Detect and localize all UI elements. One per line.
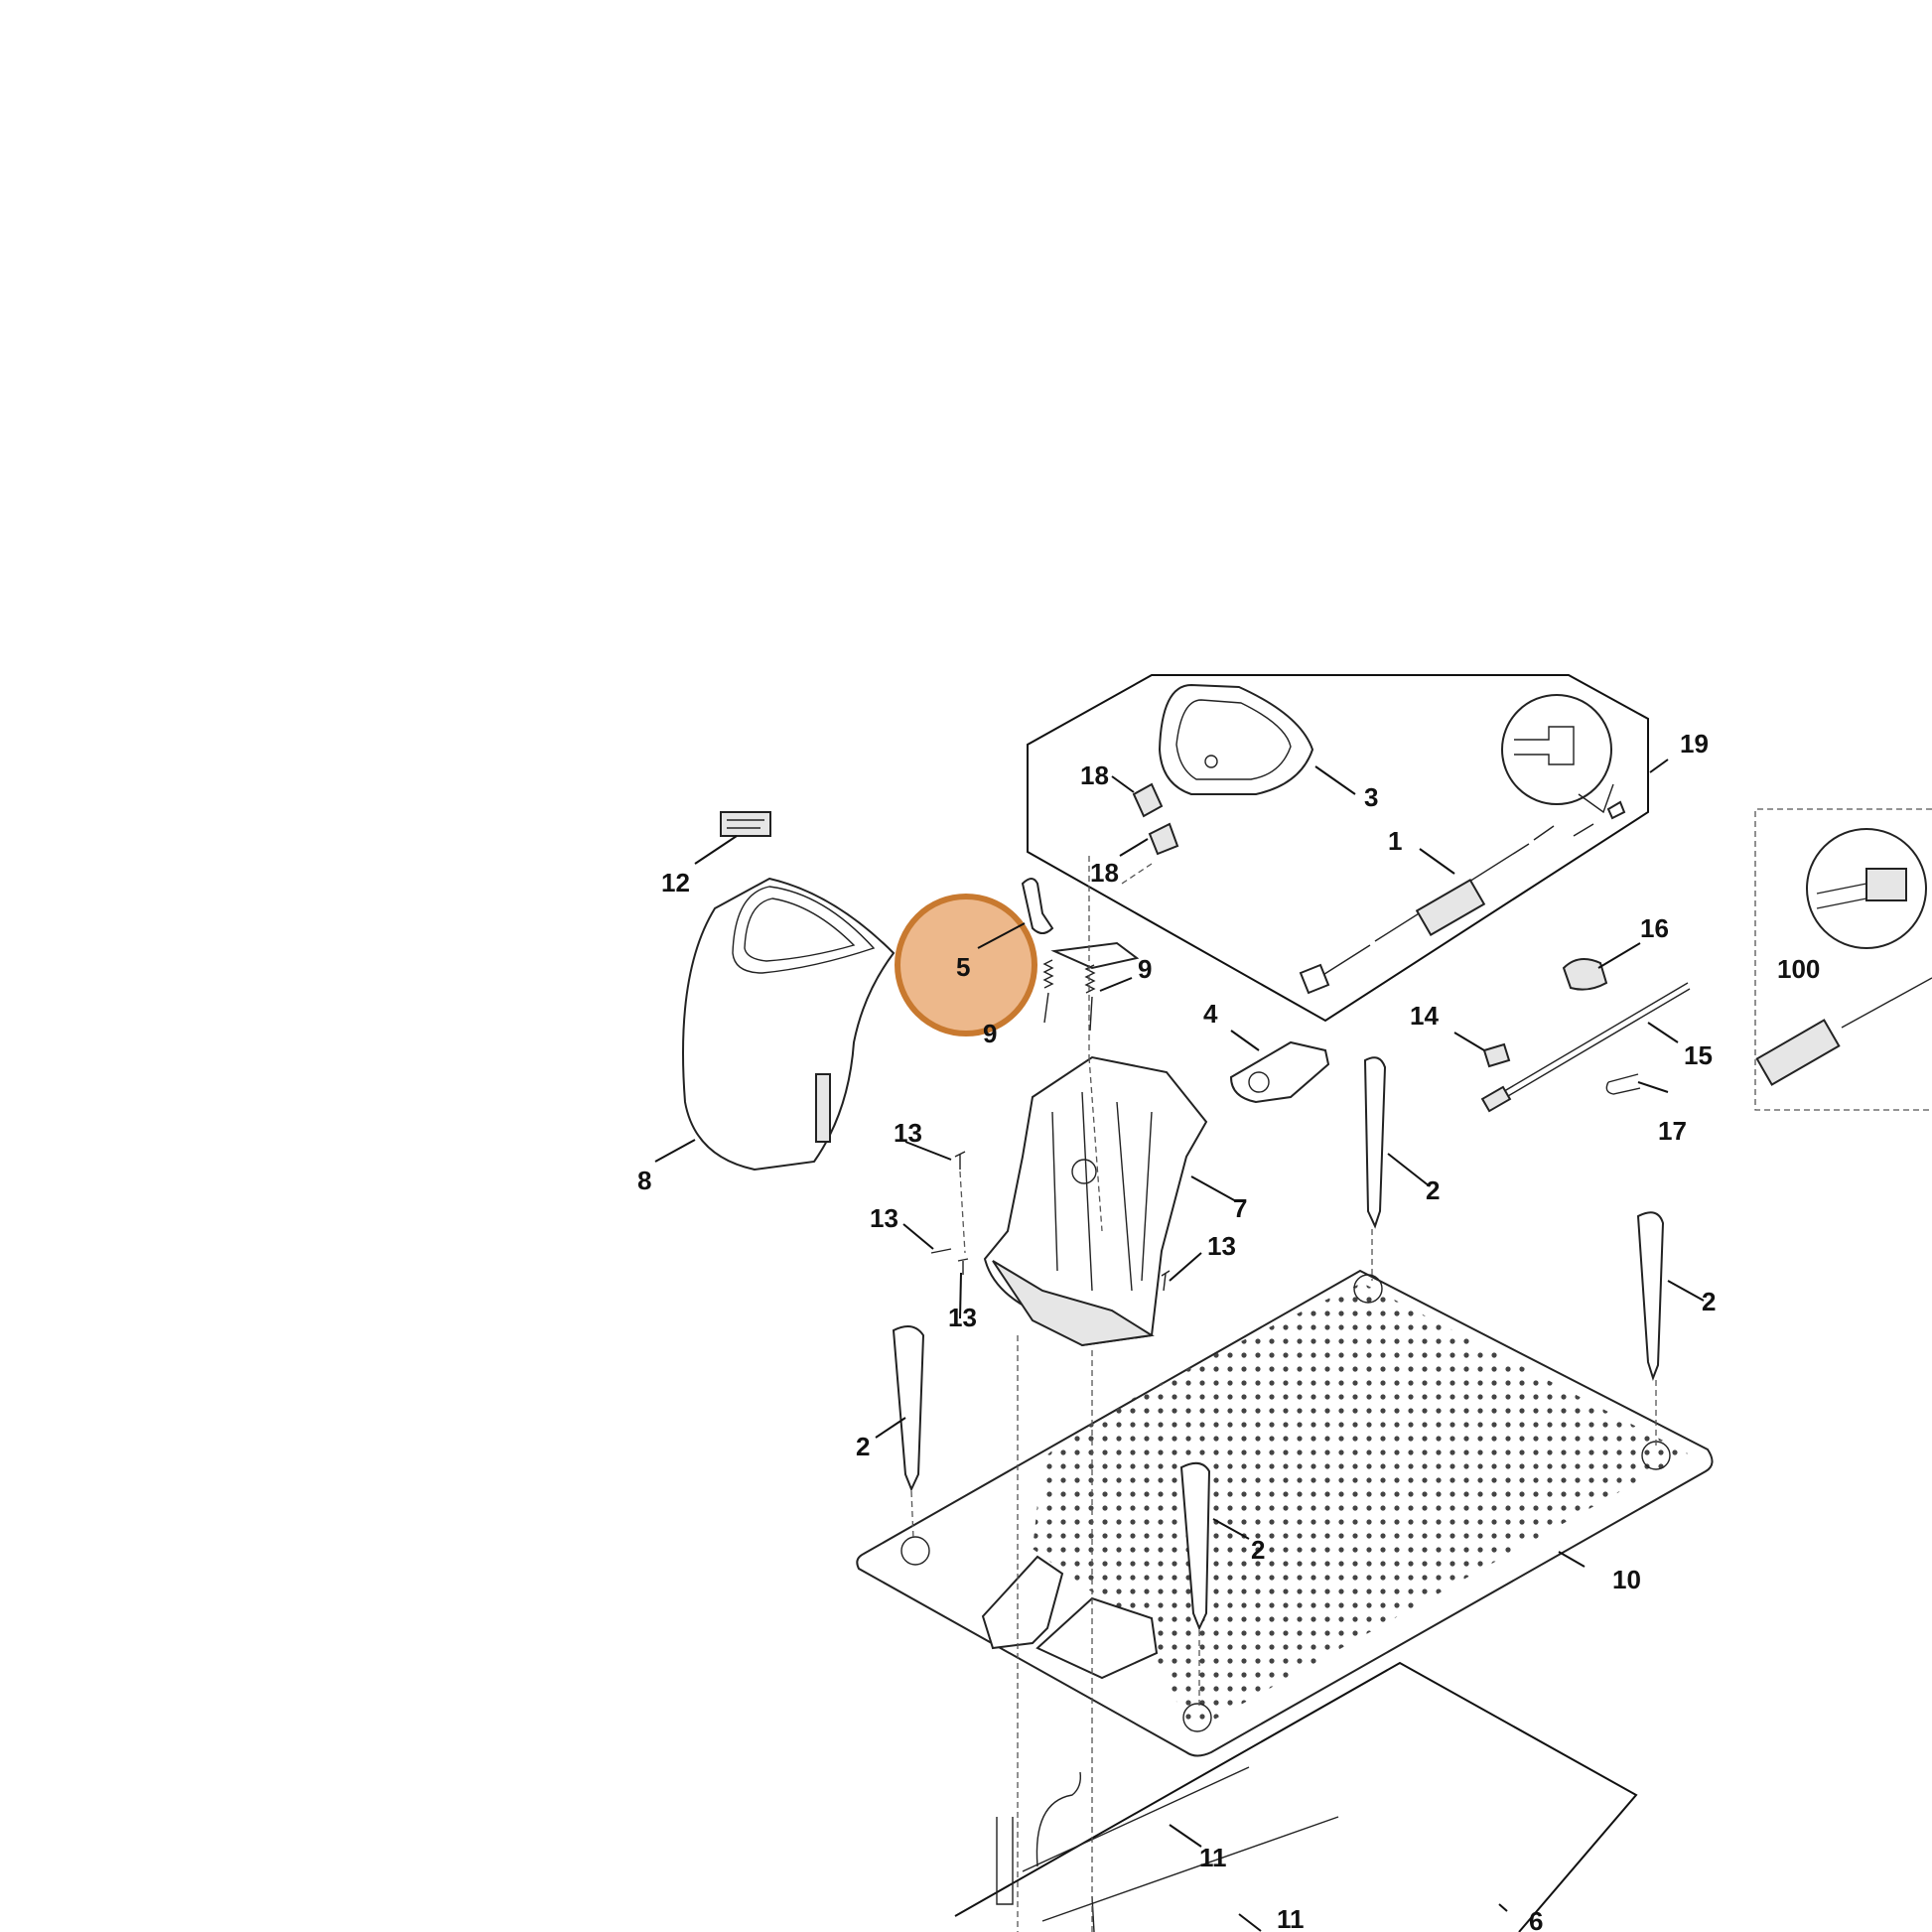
connector-detail-100[interactable] bbox=[1806, 828, 1927, 949]
callout-10[interactable]: 10 bbox=[1612, 1565, 1641, 1594]
callout-19[interactable]: 19 bbox=[1680, 729, 1709, 759]
socket-part-4[interactable] bbox=[1229, 1040, 1330, 1104]
callout-5[interactable]: 5 bbox=[956, 952, 970, 982]
callout-11b[interactable]: 11 bbox=[1277, 1904, 1305, 1932]
callout-6[interactable]: 6 bbox=[1529, 1906, 1543, 1932]
variant-box-outline bbox=[1754, 808, 1932, 1111]
spring-part-9-right[interactable] bbox=[1084, 964, 1096, 1032]
callout-2d[interactable]: 2 bbox=[1251, 1535, 1265, 1565]
housing-part-8[interactable] bbox=[682, 877, 896, 1172]
highlight-marker[interactable] bbox=[895, 894, 1037, 1036]
callouts: 19 3 18 18 1 12 16 100 5 9 9 4 14 15 17 … bbox=[637, 729, 1820, 1932]
callout-4[interactable]: 4 bbox=[1203, 999, 1218, 1029]
callout-14[interactable]: 14 bbox=[1410, 1001, 1439, 1031]
connector-part-16[interactable] bbox=[1562, 958, 1608, 991]
clip-part-18-lower[interactable] bbox=[1148, 822, 1179, 856]
callout-12[interactable]: 12 bbox=[661, 868, 690, 897]
callout-13d[interactable]: 13 bbox=[948, 1303, 977, 1332]
screw-part-13-c[interactable] bbox=[957, 1258, 969, 1275]
callout-2c[interactable]: 2 bbox=[856, 1432, 870, 1461]
callout-18b[interactable]: 18 bbox=[1090, 858, 1119, 888]
peg-part-2-a[interactable] bbox=[1363, 1056, 1387, 1229]
callout-2b[interactable]: 2 bbox=[1702, 1287, 1716, 1316]
clip-part-14[interactable] bbox=[1482, 1042, 1511, 1068]
hook-part-17[interactable] bbox=[1605, 1073, 1641, 1095]
power-supply-part-1[interactable] bbox=[1299, 800, 1626, 995]
base-body-part-7[interactable] bbox=[983, 1055, 1208, 1347]
callout-9a[interactable]: 9 bbox=[1138, 954, 1152, 984]
peg-part-2-c[interactable] bbox=[892, 1325, 925, 1492]
callout-13b[interactable]: 13 bbox=[870, 1203, 898, 1233]
callout-18a[interactable]: 18 bbox=[1080, 760, 1109, 790]
mat-part-6[interactable] bbox=[954, 1661, 1638, 1932]
callout-3[interactable]: 3 bbox=[1364, 782, 1378, 812]
callout-2a[interactable]: 2 bbox=[1426, 1175, 1440, 1205]
screw-part-13-a[interactable] bbox=[954, 1151, 966, 1170]
power-supply-part-100[interactable] bbox=[1755, 977, 1932, 1086]
callout-17[interactable]: 17 bbox=[1658, 1116, 1687, 1146]
clip-part-18-upper[interactable] bbox=[1132, 782, 1164, 818]
base-plate-part-10[interactable] bbox=[856, 1269, 1714, 1757]
callout-7[interactable]: 7 bbox=[1233, 1193, 1247, 1223]
callout-11a[interactable]: 11 bbox=[1199, 1843, 1227, 1872]
screw-part-13-d[interactable] bbox=[1161, 1270, 1171, 1292]
assembly-lines bbox=[910, 856, 1657, 1932]
label-sticker-part-12[interactable] bbox=[720, 811, 771, 837]
callout-100[interactable]: 100 bbox=[1777, 954, 1820, 984]
callout-13c[interactable]: 13 bbox=[1207, 1231, 1236, 1261]
wire-part-11-b[interactable] bbox=[1041, 1816, 1339, 1922]
callout-15[interactable]: 15 bbox=[1684, 1040, 1713, 1070]
cover-part-3[interactable] bbox=[1158, 683, 1314, 795]
callout-1[interactable]: 1 bbox=[1388, 826, 1402, 856]
callout-9b[interactable]: 9 bbox=[983, 1019, 997, 1048]
peg-part-2-b[interactable] bbox=[1636, 1211, 1665, 1382]
kit-outline bbox=[1027, 674, 1649, 1023]
callout-13a[interactable]: 13 bbox=[894, 1118, 922, 1148]
callout-16[interactable]: 16 bbox=[1640, 913, 1669, 943]
cable-part-15[interactable] bbox=[1480, 982, 1691, 1113]
contact-plate bbox=[981, 1555, 1159, 1680]
screw-part-13-b[interactable] bbox=[930, 1248, 952, 1254]
leader-lines bbox=[654, 759, 1705, 1932]
connector-detail-19[interactable] bbox=[1501, 694, 1614, 814]
contact-part-5[interactable] bbox=[1021, 878, 1140, 970]
wire-part-11-a[interactable] bbox=[1022, 1766, 1250, 1872]
callout-8[interactable]: 8 bbox=[637, 1166, 651, 1195]
peg-part-2-d[interactable] bbox=[1179, 1461, 1211, 1631]
spring-part-9-left[interactable] bbox=[1042, 959, 1054, 1024]
